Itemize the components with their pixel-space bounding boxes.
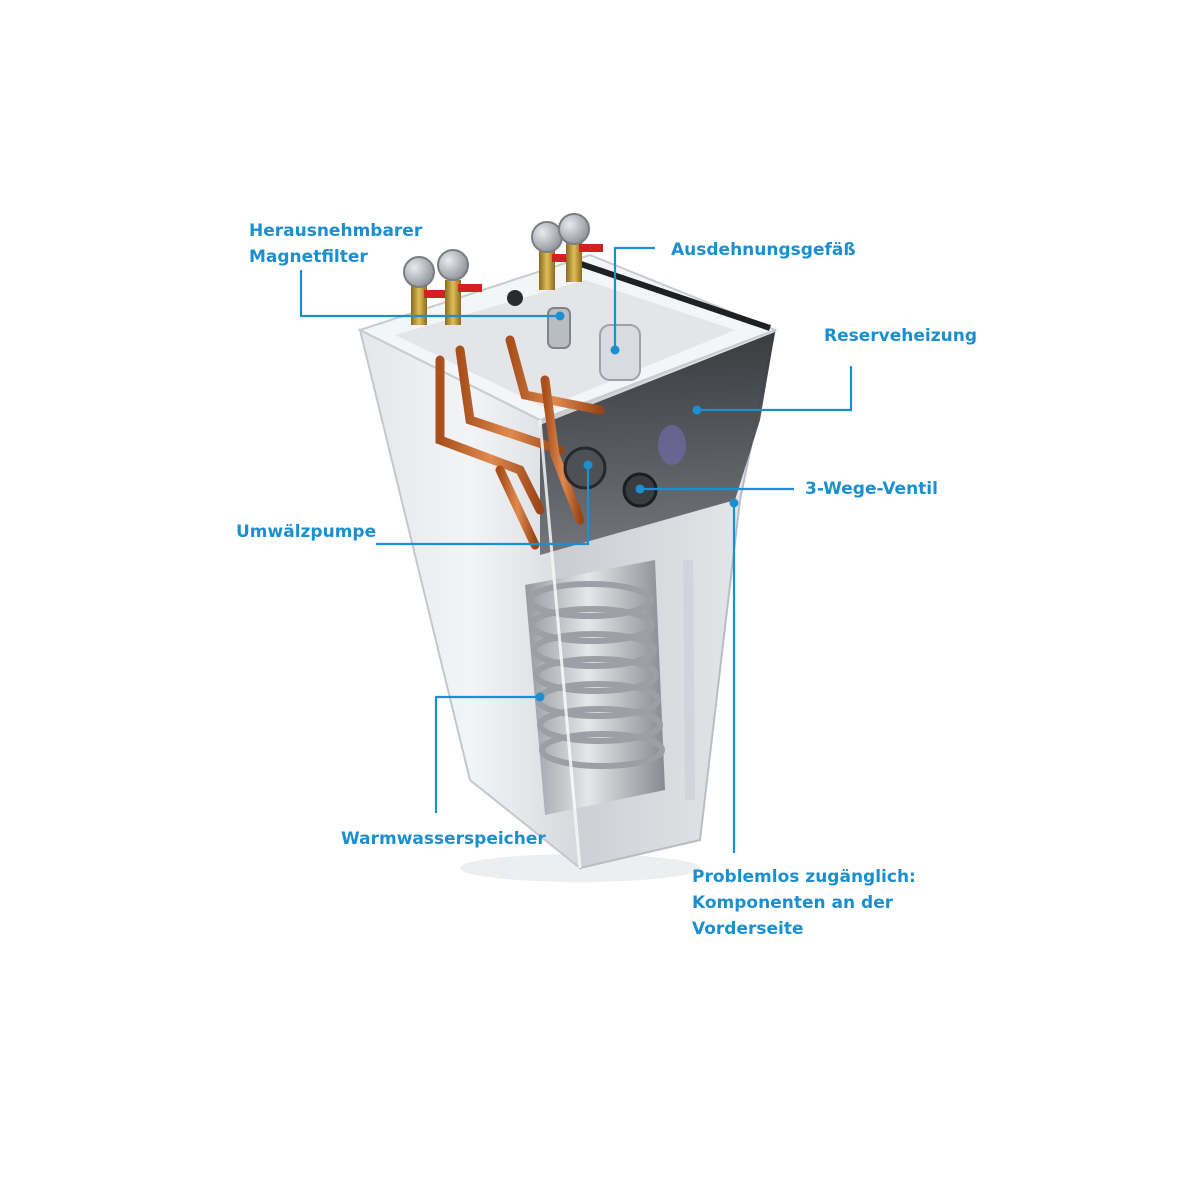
front-edge xyxy=(538,419,582,869)
leader-ausdehnungsgefaess xyxy=(613,246,655,350)
panel-rim xyxy=(574,259,771,331)
label-reserveheizung: Reserveheizung xyxy=(824,323,977,349)
label-umwaelzpumpe: Umwälzpumpe xyxy=(236,519,376,545)
backup-heater xyxy=(658,425,686,465)
label-wegeventil-line-1: 3-Wege-Ventil xyxy=(805,479,938,499)
label-zugaenglich-line-2: Komponenten an der xyxy=(692,893,894,913)
rear-pipe xyxy=(683,559,695,801)
label-magnetfilter: Herausnehmbarer Magnetfilter xyxy=(249,218,422,270)
label-warmwasserspeicher: Warmwasserspeicher xyxy=(341,826,546,852)
leader-umwaelzpumpe xyxy=(376,465,590,546)
expansion-vessel xyxy=(599,324,641,381)
leader-warmwasserspeicher xyxy=(434,695,540,813)
label-zugaenglich: Problemlos zugänglich: Komponenten an de… xyxy=(692,864,916,942)
label-magnetfilter-line-1: Herausnehmbarer xyxy=(249,221,423,241)
leader-magnetfilter xyxy=(299,270,560,318)
copper-pipes xyxy=(435,335,605,550)
control-panel xyxy=(540,332,775,555)
callout-lines xyxy=(299,246,853,853)
magnetic-filter xyxy=(547,307,571,349)
label-ausdehnungsgefaess: Ausdehnungsgefäß xyxy=(671,237,856,263)
label-warmwasserspeicher-line-1: Warmwasserspeicher xyxy=(341,829,546,849)
leader-reserveheizung xyxy=(697,366,853,412)
label-umwaelzpumpe-line-1: Umwälzpumpe xyxy=(236,522,377,542)
tank-body xyxy=(525,560,665,815)
callout-dots xyxy=(535,311,739,702)
label-zugaenglich-line-3: Vorderseite xyxy=(692,919,804,939)
valve-4 xyxy=(558,213,603,282)
label-zugaenglich-line-1: Problemlos zugänglich: xyxy=(692,867,916,887)
label-reserveheizung-line-1: Reserveheizung xyxy=(824,326,977,346)
valve-2 xyxy=(437,249,482,325)
label-magnetfilter-line-2: Magnetfilter xyxy=(249,247,368,267)
top-port xyxy=(507,290,523,306)
label-ausdehnungsgefaess-line-1: Ausdehnungsgefäß xyxy=(671,240,856,260)
label-wegeventil: 3-Wege-Ventil xyxy=(805,476,938,502)
